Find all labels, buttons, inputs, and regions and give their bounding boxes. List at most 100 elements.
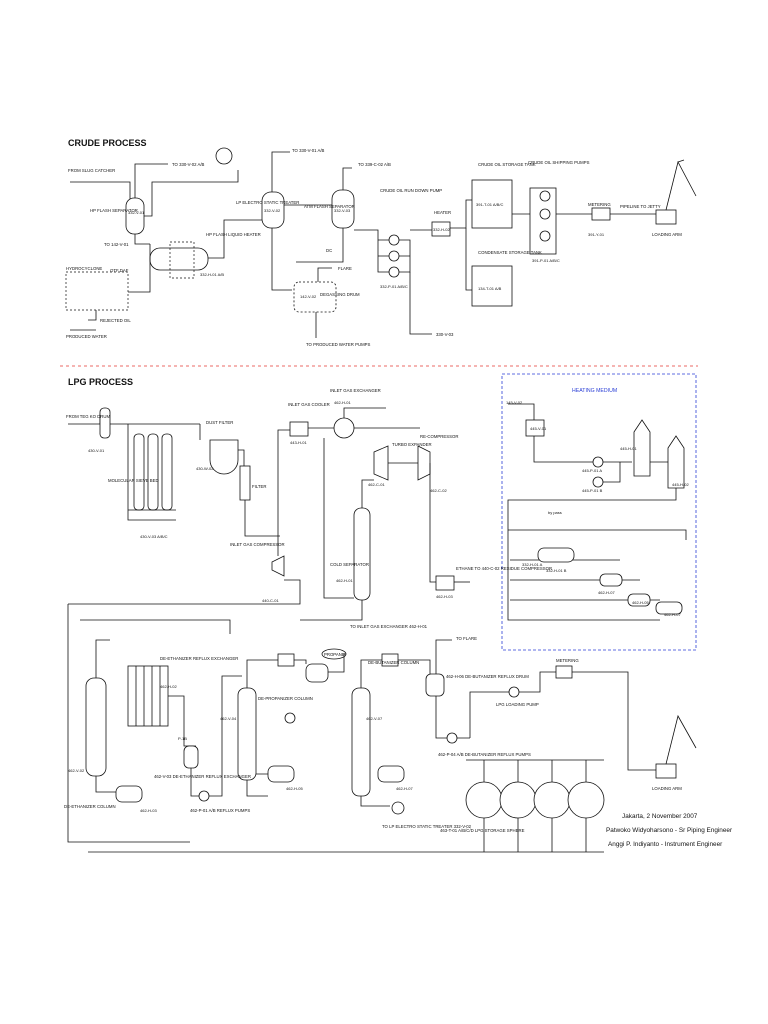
- label: INLET GAS COMPRESSOR: [230, 542, 285, 547]
- tag: 145-V-02: [506, 400, 523, 405]
- label: 462-H-06 DE-BUTANIZER REFLUX DRUM: [446, 674, 529, 679]
- de-butanizer-column: [351, 687, 371, 797]
- turbo-expander: [373, 445, 389, 481]
- label: PIPELINE TO JETTY: [620, 204, 661, 209]
- depropanizer-reflux-pump: [284, 712, 296, 724]
- condensate-storage-tank: [471, 265, 513, 307]
- label: RE-COMPRESSOR: [420, 434, 458, 439]
- label: FROM SLUG CATCHER: [68, 168, 115, 173]
- tag: 332-H-01 A/B: [200, 272, 224, 277]
- label: DEGASSING DRUM: [320, 292, 360, 297]
- label: LP ELECTRO STATIC TREATER: [236, 200, 299, 205]
- lpg-process-area: [67, 407, 697, 853]
- label: OTF DAF: [110, 268, 129, 273]
- tag: 430-V-03 A/B/C: [140, 534, 168, 539]
- label: TO 330-V-02 A/B: [172, 162, 205, 167]
- depropanizer-reflux-drum: [305, 663, 329, 683]
- label: CRUDE OIL SHIPPING PUMPS: [528, 160, 590, 165]
- depropanizer-condenser: [277, 653, 295, 667]
- tag: 332-V-01: [128, 210, 145, 215]
- label: METERING: [588, 202, 611, 207]
- label: TO INLET GAS EXCHANGER 462-H-01: [350, 624, 428, 629]
- lpg-metering: [555, 665, 573, 679]
- inlet-gas-exchanger: [333, 417, 355, 439]
- reflux-drum-462-v-03: [183, 745, 199, 769]
- footer-date: Jakarta, 2 November 2007: [622, 813, 698, 820]
- tag: 430-V-01: [88, 448, 105, 453]
- crude-loading-arm: [655, 159, 697, 225]
- crude-oil-storage-tank: [471, 179, 513, 229]
- label: LOADING ARM: [652, 232, 682, 237]
- label: LOADING ARM: [652, 786, 682, 791]
- tag: by pass: [548, 510, 562, 515]
- tag: 462-H-07: [664, 612, 681, 617]
- hp-flash-separator: [125, 197, 145, 235]
- heating-medium-boundary: [501, 373, 697, 651]
- tag: 430-W-02: [196, 466, 214, 471]
- tag: 142-V-02: [300, 294, 317, 299]
- hp-flash-liquid-heater: [149, 247, 209, 271]
- label: 462-P-01 A/B REFLUX PUMPS: [190, 808, 250, 813]
- label: CRUDE OIL STORAGE TANK: [478, 162, 536, 167]
- inlet-gas-compressor: [271, 555, 285, 577]
- label: DUST FILTER: [206, 420, 233, 425]
- lpg-labels: FROM TEG KO DRUM 430-V-01 MOLECULAR SIEV…: [64, 388, 682, 833]
- tag: P-1B: [178, 736, 187, 741]
- tag: 445-P-01 A: [582, 468, 602, 473]
- lpg-sphere-c: [533, 781, 571, 819]
- hm-exchanger-1: [599, 573, 623, 587]
- reboiler-462-h-03: [115, 785, 143, 803]
- filter: [239, 465, 251, 501]
- exchanger-332-h-01: [537, 547, 575, 563]
- tag: 445-H-01: [620, 446, 637, 451]
- tag: 462-H-01: [334, 400, 351, 405]
- tag: 462-V-02: [68, 768, 85, 773]
- label: 462-P-04 A/B DE-BUTANIZER REFLUX PUMPS: [438, 752, 531, 757]
- de-ethanizer-reflux-exchanger: [127, 665, 169, 727]
- label: 330-V-03: [436, 332, 454, 337]
- crude-compressor: [215, 147, 233, 165]
- hm-pump-a: [592, 456, 604, 468]
- label: FILTER: [252, 484, 266, 489]
- label: TO FLARE: [456, 636, 477, 641]
- footer-author-1: Patwoko Widyoharsono - Sr Piping Enginee…: [606, 827, 733, 834]
- tag: 332-H-01 A: [522, 562, 543, 567]
- heating-medium-title: HEATING MEDIUM: [572, 388, 617, 394]
- hm-exchanger-3: [655, 601, 683, 615]
- lpg-sphere-a: [465, 781, 503, 819]
- debutanizer-reflux-drum: [425, 673, 445, 697]
- label: FROM TEG KO DRUM: [66, 414, 111, 419]
- tag: 462-C-02: [430, 488, 447, 493]
- label: CONDENSATE STORAGE TANK: [478, 250, 542, 255]
- reboiler-462-h-05: [267, 765, 295, 783]
- label: 463-T-01 A/B/C/D LPG STORAGE SPHERE: [440, 828, 525, 833]
- tag: 391-P-01 A/B/C: [532, 258, 560, 263]
- label: LPG LOADING PUMP: [496, 702, 539, 707]
- sieve-bed-a: [133, 433, 145, 511]
- tag: 462-H-05: [286, 786, 303, 791]
- label: COLD SEPARATOR: [330, 562, 369, 567]
- label: TO LP ELECTRO STATIC TREATER 332-V-02: [382, 824, 472, 829]
- label: TO PRODUCED WATER PUMPS: [306, 342, 371, 347]
- label: TO 339-C-02 A/B: [358, 162, 391, 167]
- sieve-bed-b: [147, 433, 159, 511]
- reflux-pump-462-p-01: [198, 790, 210, 802]
- tag: 462-V-07: [366, 716, 383, 721]
- label: FLARE: [338, 266, 352, 271]
- label: CRUDE OIL RUN DOWN PUMP: [380, 188, 442, 193]
- label: HYDROCYCLONE: [66, 266, 102, 271]
- heating-medium-area: HEATING MEDIUM: [501, 373, 697, 651]
- tag: 462-H-01: [336, 578, 353, 583]
- lpg-sphere-d: [567, 781, 605, 819]
- tag: 462-H-07: [598, 590, 615, 595]
- crude-process-area: [65, 147, 697, 338]
- tag: 332-P-01 A/B/C: [380, 284, 408, 289]
- label: DE-BUTANIZER COLUMN: [368, 660, 419, 665]
- tag: 445-V-01: [530, 426, 547, 431]
- heating-labels: 145-V-02 445-V-01 445-P-01 A 445-P-01 B …: [506, 400, 689, 617]
- label: HP FLASH SEPARATOR: [90, 208, 138, 213]
- tag: 445-H-02: [672, 482, 689, 487]
- lpg-to-treater-compressor: [391, 801, 405, 815]
- label: TURBO EXPANDER: [392, 442, 432, 447]
